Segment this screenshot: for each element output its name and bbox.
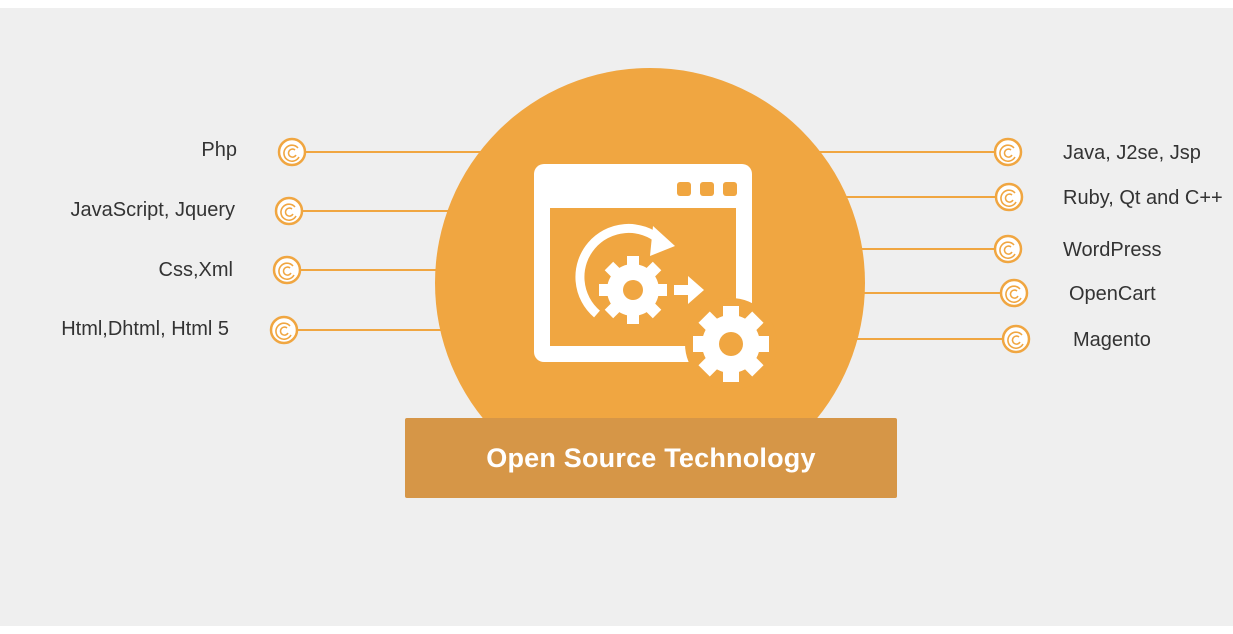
spiral-bullet-icon — [999, 278, 1029, 308]
spiral-bullet-icon — [993, 234, 1023, 264]
diagram-graphic — [269, 68, 1031, 498]
connectors — [298, 151, 1002, 340]
spiral-bullet-icon — [269, 315, 299, 345]
spiral-bullet-icon — [994, 182, 1024, 212]
right-item-wordpress: WordPress — [1063, 239, 1162, 261]
right-item-ruby: Ruby, Qt and C++ — [1063, 187, 1223, 209]
spiral-bullet-icon — [274, 196, 304, 226]
spiral-bullet-icon — [272, 255, 302, 285]
right-item-opencart: OpenCart — [1069, 283, 1156, 305]
browser-gears-icon — [534, 164, 777, 390]
left-item-javascript: JavaScript, Jquery — [70, 199, 235, 221]
right-item-java: Java, J2se, Jsp — [1063, 142, 1201, 164]
spiral-bullet-icon — [1001, 324, 1031, 354]
left-item-html: Html,Dhtml, Html 5 — [61, 318, 229, 340]
bullets — [269, 137, 1031, 354]
left-item-css: Css,Xml — [158, 259, 233, 281]
right-item-magento: Magento — [1073, 329, 1151, 351]
spiral-bullet-icon — [993, 137, 1023, 167]
diagram-title: Open Source Technology — [486, 442, 816, 473]
spiral-bullet-icon — [277, 137, 307, 167]
title-banner: Open Source Technology — [405, 418, 897, 498]
diagram-canvas: Php JavaScript, Jquery Css,Xml Html,Dhtm… — [0, 8, 1233, 626]
left-item-php: Php — [201, 139, 237, 161]
